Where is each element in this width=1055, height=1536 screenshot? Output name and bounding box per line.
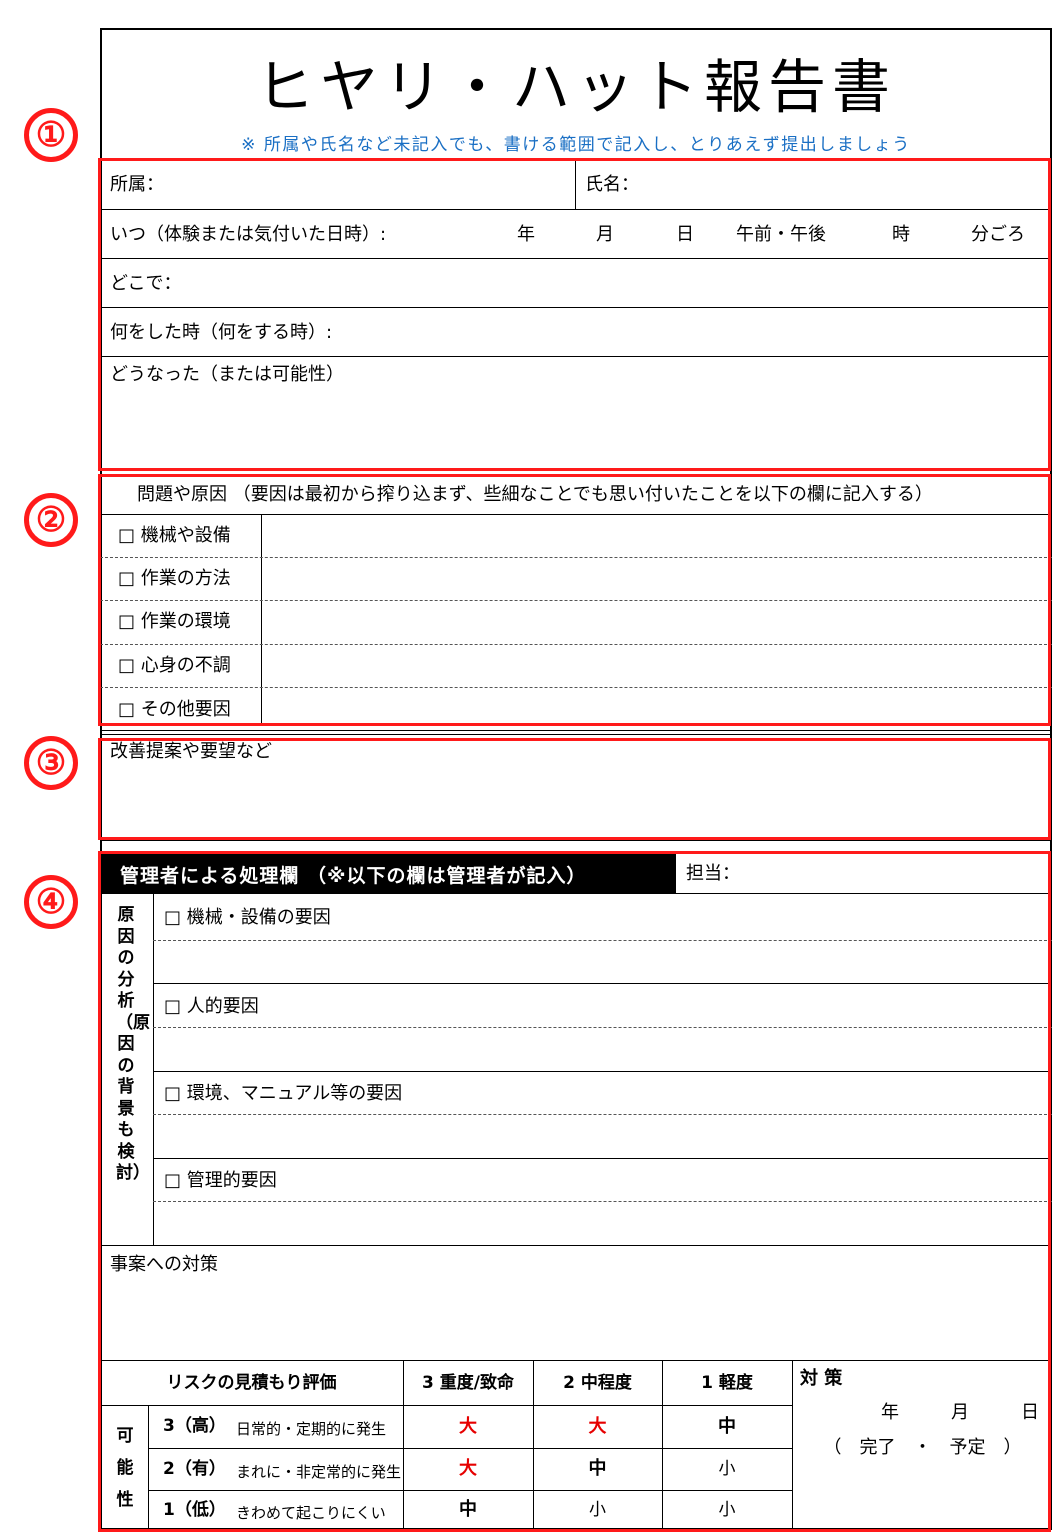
risk-column-header: 3 重度/致命 xyxy=(422,1372,514,1393)
divider xyxy=(662,1360,663,1530)
divider xyxy=(148,1490,792,1491)
risk-column-header: 1 軽度 xyxy=(701,1372,753,1393)
section2-heading: 問題や原因 （要因は最初から搾り込まず、些細なことでも思い付いたことを以下の欄に… xyxy=(137,484,933,505)
divider xyxy=(792,1360,793,1530)
action-year: 年 xyxy=(881,1402,899,1423)
risk-cell: 小 xyxy=(718,1500,736,1520)
risk-cell: 大 xyxy=(459,1415,477,1437)
divider xyxy=(100,734,1052,735)
divider xyxy=(153,1114,1052,1115)
name-label: 氏名： xyxy=(585,174,639,195)
section1-highlight xyxy=(98,158,1051,471)
divider xyxy=(100,1245,1052,1246)
divider xyxy=(533,1360,534,1530)
risk-row-level: 2（有） xyxy=(163,1459,226,1479)
submission-note: ※ 所属や氏名など未記入でも、書ける範囲で記入し、とりあえず提出しましょう xyxy=(241,135,911,155)
cause-item[interactable]: □ 作業の方法 xyxy=(118,568,231,589)
factor-item[interactable]: □ 管理的要因 xyxy=(164,1170,277,1191)
divider xyxy=(100,600,1052,601)
divider xyxy=(100,557,1052,558)
where-label: どこで： xyxy=(110,273,182,294)
factor-item[interactable]: □ 環境、マニュアル等の要因 xyxy=(164,1083,403,1104)
minute-label: 分ごろ xyxy=(971,224,1025,245)
cause-item[interactable]: □ その他要因 xyxy=(118,699,231,720)
doing-label: 何をした時（何をする時）: xyxy=(110,322,333,343)
factor-item[interactable]: □ 機械・設備の要因 xyxy=(164,907,331,928)
cause-item[interactable]: □ 心身の不調 xyxy=(118,655,231,676)
result-label: どうなった（または可能性） xyxy=(110,364,344,385)
risk-row-desc: きわめて起こりにくい xyxy=(236,1504,386,1522)
divider xyxy=(153,1201,1052,1202)
risk-cell: 小 xyxy=(718,1459,736,1479)
divider xyxy=(153,983,1052,984)
risk-row-level: 1（低） xyxy=(163,1500,226,1520)
section-marker-3: ③ xyxy=(24,736,78,790)
section-marker-2: ② xyxy=(24,493,78,547)
month-label: 月 xyxy=(596,224,614,245)
divider xyxy=(100,893,1052,894)
factor-item[interactable]: □ 人的要因 xyxy=(164,996,259,1017)
action-month: 月 xyxy=(951,1402,969,1423)
when-label: いつ（体験または気付いた日時）: xyxy=(110,224,387,245)
divider xyxy=(575,160,576,209)
cause-item[interactable]: □ 機械や設備 xyxy=(118,525,231,546)
year-label: 年 xyxy=(517,224,535,245)
section-marker-4: ④ xyxy=(24,875,78,929)
risk-row-desc: 日常的・定期的に発生 xyxy=(236,1420,387,1438)
divider xyxy=(153,893,154,1245)
section2-highlight xyxy=(98,474,1051,726)
divider xyxy=(153,1071,1052,1072)
divider xyxy=(100,644,1052,645)
risk-cell: 中 xyxy=(718,1415,736,1437)
risk-cell: 大 xyxy=(459,1458,477,1479)
divider xyxy=(403,1360,404,1530)
divider xyxy=(100,307,1052,308)
section3-highlight xyxy=(98,738,1051,840)
divider xyxy=(100,1405,792,1406)
cause-analysis-label: 原因の分析（原因の背景も検討） xyxy=(116,905,150,1183)
divider xyxy=(261,514,262,726)
possibility-label: 可能性 xyxy=(116,1426,134,1510)
divider xyxy=(100,356,1052,357)
section4-highlight xyxy=(98,851,1051,1532)
risk-column-header: 2 中程度 xyxy=(563,1372,632,1393)
person-label: 担当： xyxy=(686,863,740,884)
risk-cell: 大 xyxy=(588,1415,607,1437)
divider xyxy=(153,1158,1052,1159)
page-title: ヒヤリ・ハット報告書 xyxy=(255,53,896,121)
cause-item[interactable]: □ 作業の環境 xyxy=(118,611,231,632)
divider xyxy=(100,687,1052,688)
risk-title: リスクの見積もり評価 xyxy=(166,1372,337,1393)
divider xyxy=(100,730,1052,731)
risk-cell: 中 xyxy=(459,1499,477,1520)
divider xyxy=(100,258,1052,259)
manager-header xyxy=(101,854,676,893)
risk-row-level: 3（高） xyxy=(163,1416,226,1436)
hour-label: 時 xyxy=(892,224,910,245)
action-status: （ 完了 ・ 予定 ） xyxy=(823,1437,1022,1458)
section-marker-1: ① xyxy=(24,108,78,162)
divider xyxy=(100,840,1052,841)
manager-header-text: 管理者による処理欄 （※以下の欄は管理者が記入） xyxy=(120,865,587,887)
countermeasure-label: 事案への対策 xyxy=(110,1254,218,1275)
divider xyxy=(153,1027,1052,1028)
action-label: 対 策 xyxy=(800,1368,843,1389)
divider xyxy=(153,940,1052,941)
divider xyxy=(148,1448,792,1449)
day-label: 日 xyxy=(676,224,694,245)
improvement-label: 改善提案や要望など xyxy=(110,741,272,762)
divider xyxy=(100,209,1052,210)
affiliation-label: 所属： xyxy=(110,174,164,195)
divider xyxy=(148,1405,149,1530)
divider xyxy=(100,514,1052,515)
risk-row-desc: まれに・非定常的に発生 xyxy=(236,1463,402,1481)
divider xyxy=(100,1360,1052,1361)
action-day: 日 xyxy=(1021,1402,1039,1423)
ampm-label: 午前・午後 xyxy=(736,224,826,245)
risk-cell: 小 xyxy=(589,1500,606,1520)
risk-cell: 中 xyxy=(588,1458,607,1479)
